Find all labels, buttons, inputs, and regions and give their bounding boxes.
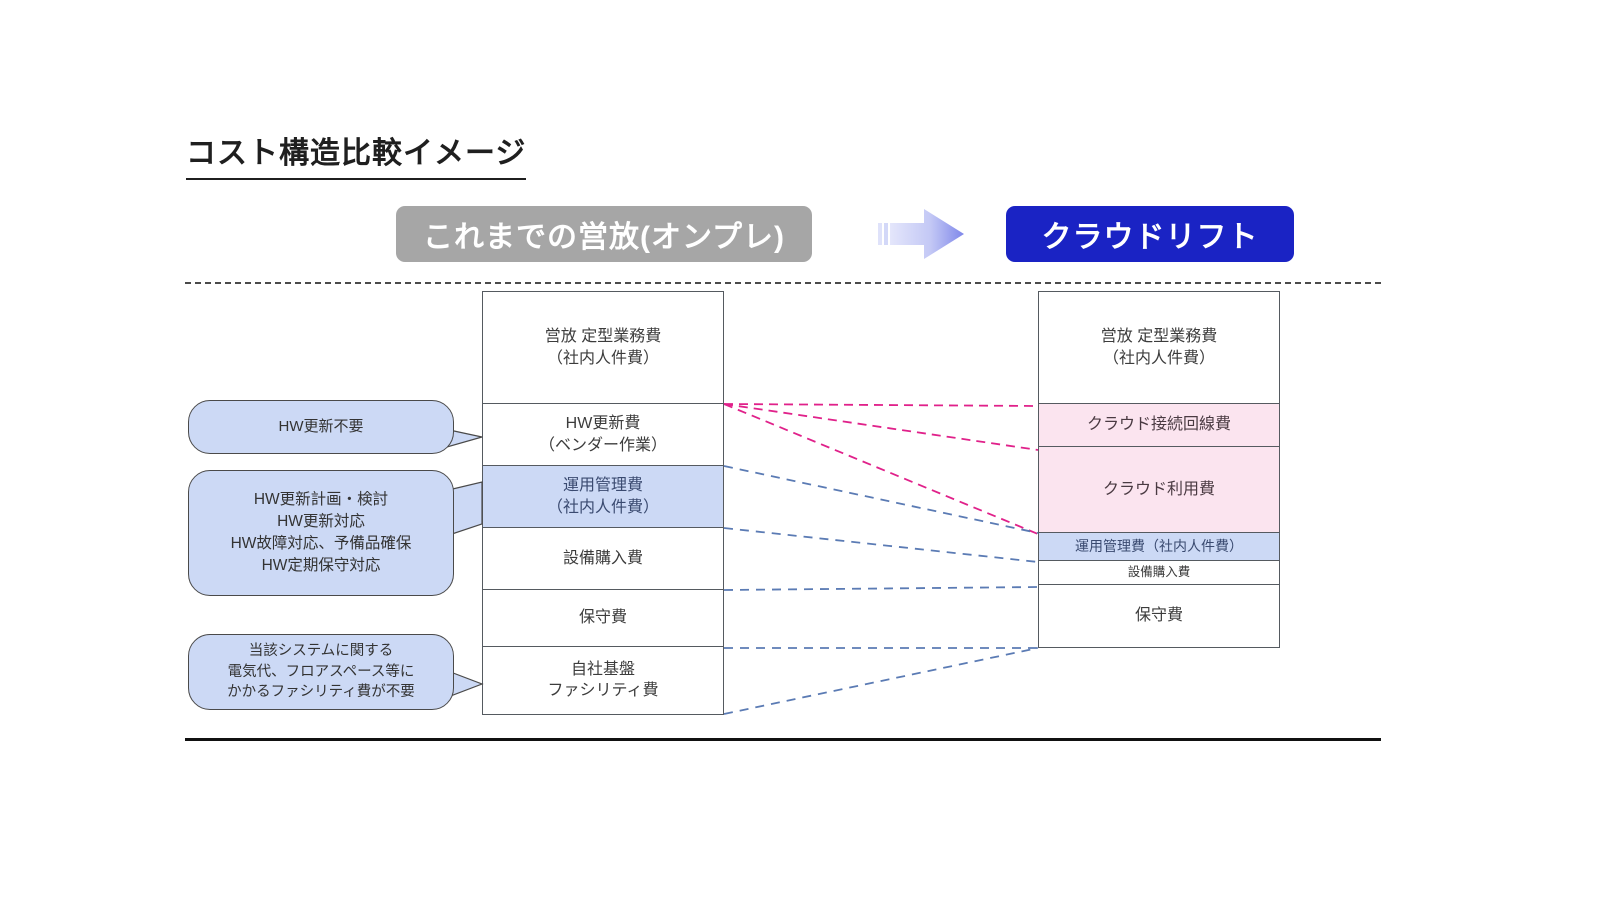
onprem-segment: 営放 定型業務費 （社内人件費） <box>483 292 723 404</box>
cloud-segment: 運用管理費（社内人件費） <box>1039 533 1279 561</box>
cloud-segment: 営放 定型業務費 （社内人件費） <box>1039 292 1279 404</box>
cloud-segment: クラウド接続回線費 <box>1039 404 1279 447</box>
cloud-cost-column: 営放 定型業務費 （社内人件費）クラウド接続回線費クラウド利用費運用管理費（社内… <box>1038 291 1280 648</box>
cloud-segment: 保守費 <box>1039 585 1279 646</box>
connector-line-blue <box>723 647 1039 715</box>
onprem-cost-column: 営放 定型業務費 （社内人件費）HW更新費 （ベンダー作業）運用管理費 （社内人… <box>482 291 724 715</box>
connector-line-blue <box>723 465 1039 534</box>
onprem-segment: 運用管理費 （社内人件費） <box>483 466 723 528</box>
top-dashed-divider <box>185 282 1381 284</box>
onprem-segment: 保守費 <box>483 590 723 647</box>
callout-facility: 当該システムに関する 電気代、フロアスペース等に かかるファシリティ費が不要 <box>188 634 454 710</box>
bottom-rule <box>185 738 1381 741</box>
onprem-segment: 設備購入費 <box>483 528 723 590</box>
connector-line-pink <box>723 403 1039 451</box>
onprem-badge: これまでの営放(オンプレ) <box>396 206 812 262</box>
page-title: コスト構造比較イメージ <box>186 128 527 180</box>
cloud-segment: クラウド利用費 <box>1039 447 1279 533</box>
onprem-segment: 自社基盤 ファシリティ費 <box>483 647 723 713</box>
cloud-badge: クラウドリフト <box>1006 206 1294 262</box>
cloud-segment: 設備購入費 <box>1039 561 1279 585</box>
connector-line-pink <box>723 403 1039 535</box>
connector-line-blue <box>723 527 1039 563</box>
connector-line-blue <box>723 586 1039 591</box>
right-arrow-icon <box>878 209 964 259</box>
callout-hw-refresh: HW更新不要 <box>188 400 454 454</box>
onprem-segment: HW更新費 （ベンダー作業） <box>483 404 723 466</box>
connector-line-pink <box>723 403 1039 407</box>
callout-hw-ops: HW更新計画・検討 HW更新対応 HW故障対応、予備品確保 HW定期保守対応 <box>188 470 454 596</box>
